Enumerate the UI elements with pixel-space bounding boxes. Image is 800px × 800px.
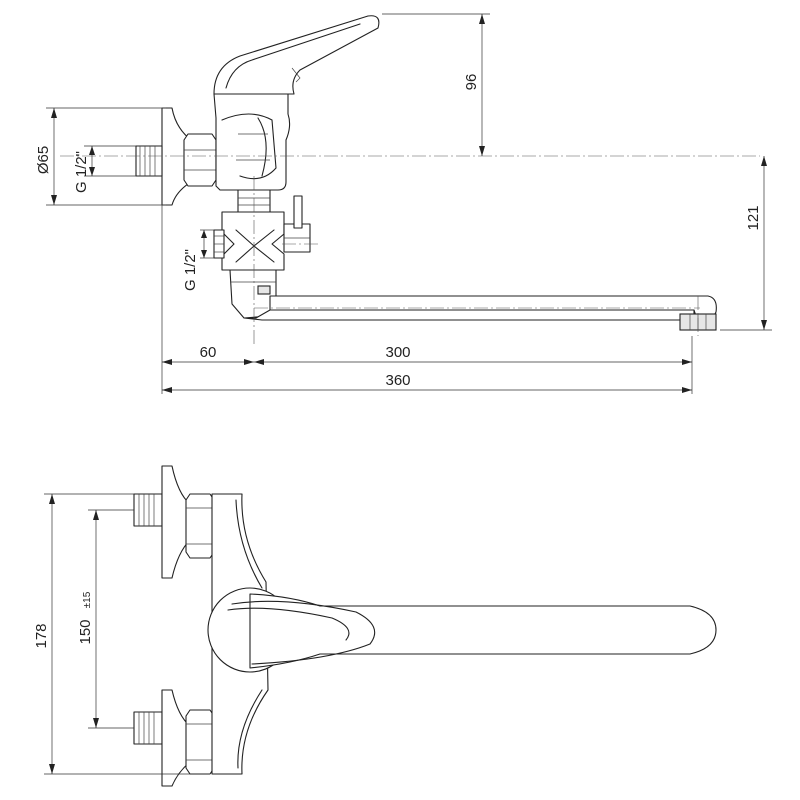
dim-360: 360 (385, 372, 410, 389)
front-bottom-inlet-connector (133, 711, 163, 745)
dim-150: 150 (77, 619, 94, 644)
dim-150-tolerance: ±15 (82, 591, 93, 608)
dim-thread-diverter: G 1/2" (182, 249, 199, 291)
front-dimensions: 178 150 ±15 (33, 493, 190, 775)
dim-178: 178 (33, 623, 50, 648)
side-lever-handle (213, 15, 380, 95)
dim-60: 60 (200, 344, 217, 361)
dim-diameter-65: Ø65 (35, 146, 52, 174)
front-top-inlet-connector (133, 493, 163, 527)
dim-121: 121 (745, 205, 762, 230)
side-diverter-body (221, 211, 285, 271)
side-mixer-body (213, 93, 291, 191)
front-bottom-nut (185, 709, 215, 775)
side-diverter-pin (293, 195, 303, 229)
side-hex-nut (183, 133, 217, 187)
dim-96: 96 (463, 74, 480, 91)
front-view (133, 465, 717, 787)
dim-thread-inlet: G 1/2" (73, 151, 90, 193)
dim-300: 300 (385, 344, 410, 361)
front-top-nut (185, 493, 215, 559)
side-view (60, 15, 760, 345)
side-dimensions: 96 121 Ø65 G 1/2" G 1/2" (35, 13, 772, 394)
